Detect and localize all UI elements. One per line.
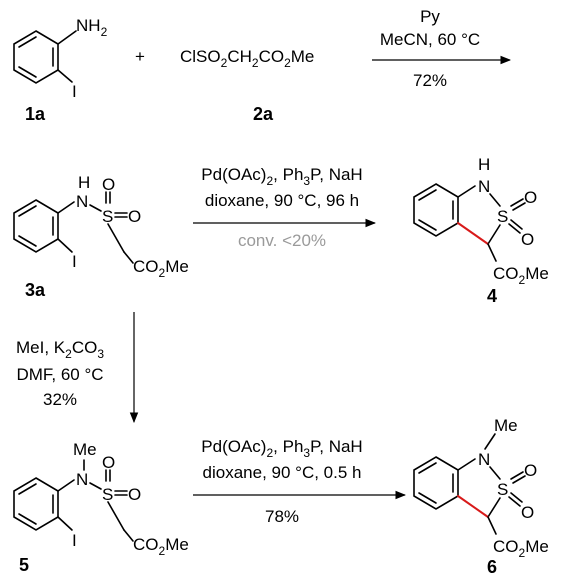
benzene-ring	[413, 183, 459, 237]
sulfur-label: S	[102, 207, 113, 226]
ester-text: Me	[165, 257, 189, 276]
formula-text: CH	[227, 47, 252, 66]
compound-number: 4	[487, 286, 497, 306]
reagent-subscript: 2	[65, 347, 72, 361]
nitrogen-label: N	[76, 192, 88, 211]
reaction-1: Py MeCN, 60 °C 72%	[372, 7, 512, 90]
ester-subscript: 2	[159, 544, 166, 558]
iodine-label: I	[72, 82, 77, 101]
ester-text: CO	[133, 257, 159, 276]
iodine-label: I	[72, 252, 77, 271]
ester-text: CO	[493, 537, 519, 556]
sulfur-label: S	[497, 207, 508, 226]
compound-number: 5	[19, 555, 29, 575]
reaction-2: Pd(OAc)2, Ph3P, NaH dioxane, 90 °C, 96 h…	[193, 165, 377, 250]
oxygen-label: O	[128, 485, 141, 504]
reagent-subscript: 3	[303, 174, 310, 188]
ester-subscript: 2	[159, 266, 166, 280]
reagent-text: Pd(OAc)	[201, 165, 266, 184]
reagent-text: CO	[72, 338, 98, 357]
condition-line-2: dioxane, 90 °C, 0.5 h	[203, 463, 362, 482]
ester-subscript: 2	[519, 273, 526, 287]
condition-line-2: MeCN, 60 °C	[380, 30, 480, 49]
hydrogen-label: H	[78, 173, 90, 192]
nitrogen-label: N	[76, 470, 88, 489]
compound-4: N H S O O CO2Me 4	[413, 155, 549, 306]
reagent-subscript: 2	[266, 174, 273, 188]
formula-subscript: 2	[221, 56, 228, 70]
ester-subscript: 2	[519, 546, 526, 560]
ester-label: CO2Me	[133, 257, 189, 280]
ester-text: CO	[493, 264, 519, 283]
ester-text: CO	[133, 535, 159, 554]
compound-6: N Me S O O CO2Me 6	[413, 416, 549, 575]
reagent-text: P, NaH	[310, 165, 363, 184]
oxygen-label: O	[128, 207, 141, 226]
conversion-note: conv. <20%	[238, 231, 326, 250]
condition-line-2: DMF, 60 °C	[16, 365, 103, 384]
iodine-label: I	[72, 531, 77, 550]
reagent-text: , Ph	[273, 437, 303, 456]
reaction-4: Pd(OAc)2, Ph3P, NaH dioxane, 90 °C, 0.5 …	[193, 437, 407, 526]
new-cc-bond	[457, 222, 489, 245]
sulfur-label: S	[102, 485, 113, 504]
compound-5: N Me S O O I CO2Me 5	[13, 440, 189, 575]
yield-label: 72%	[413, 71, 447, 90]
compound-3a: N H S O O I CO2Me 3a	[13, 173, 189, 300]
oxygen-label: O	[521, 503, 534, 522]
oxygen-label: O	[524, 188, 537, 207]
benzene-ring	[13, 199, 59, 253]
oxygen-label: O	[102, 453, 115, 472]
yield-label: 78%	[265, 507, 299, 526]
ester-label: CO2Me	[133, 535, 189, 558]
formula-2a: ClSO2CH2CO2Me	[180, 47, 314, 70]
reagent-text: MeI, K	[16, 338, 66, 357]
formula-subscript: 2	[252, 56, 259, 70]
formula-text: Me	[291, 47, 315, 66]
hydrogen-label: H	[478, 155, 490, 174]
oxygen-label: O	[524, 461, 537, 480]
sulfur-label: S	[497, 480, 508, 499]
reagent-text: , Ph	[273, 165, 303, 184]
methyl-label: Me	[73, 440, 97, 459]
new-cc-bond	[457, 495, 489, 518]
formula-text: ClSO	[180, 47, 221, 66]
oxygen-label: O	[521, 230, 534, 249]
reagent-subscript: 3	[97, 347, 104, 361]
ester-text: Me	[525, 537, 549, 556]
condition-line-1: MeI, K2CO3	[16, 338, 104, 361]
reaction-3: MeI, K2CO3 DMF, 60 °C 32%	[16, 312, 139, 424]
benzene-ring	[13, 30, 59, 84]
yield-label: 32%	[43, 390, 77, 409]
ester-label: CO2Me	[493, 264, 549, 287]
nitrogen-label: N	[478, 177, 490, 196]
methyl-label: Me	[494, 416, 518, 435]
ester-text: Me	[165, 535, 189, 554]
condition-line-1: Pd(OAc)2, Ph3P, NaH	[201, 437, 362, 460]
compound-2a: ClSO2CH2CO2Me 2a	[180, 47, 314, 124]
ester-label: CO2Me	[493, 537, 549, 560]
condition-line-1: Py	[420, 7, 440, 26]
compound-number: 6	[487, 557, 497, 575]
amine-label: NH2	[76, 16, 108, 39]
ester-text: Me	[525, 264, 549, 283]
reagent-text: Pd(OAc)	[201, 437, 266, 456]
condition-line-2: dioxane, 90 °C, 96 h	[205, 191, 359, 210]
compound-number: 2a	[253, 104, 274, 124]
oxygen-label: O	[102, 175, 115, 194]
nitrogen-label: N	[478, 450, 490, 469]
condition-line-1: Pd(OAc)2, Ph3P, NaH	[201, 165, 362, 188]
reagent-text: P, NaH	[310, 437, 363, 456]
reagent-subscript: 2	[266, 446, 273, 460]
reagent-subscript: 3	[303, 446, 310, 460]
plus-sign: +	[135, 47, 145, 66]
compound-1a: NH2 I 1a	[13, 16, 108, 124]
compound-number: 1a	[25, 104, 46, 124]
formula-subscript: 2	[284, 56, 291, 70]
benzene-ring	[413, 456, 459, 510]
compound-number: 3a	[25, 280, 46, 300]
benzene-ring	[13, 477, 59, 531]
formula-text: CO	[259, 47, 285, 66]
